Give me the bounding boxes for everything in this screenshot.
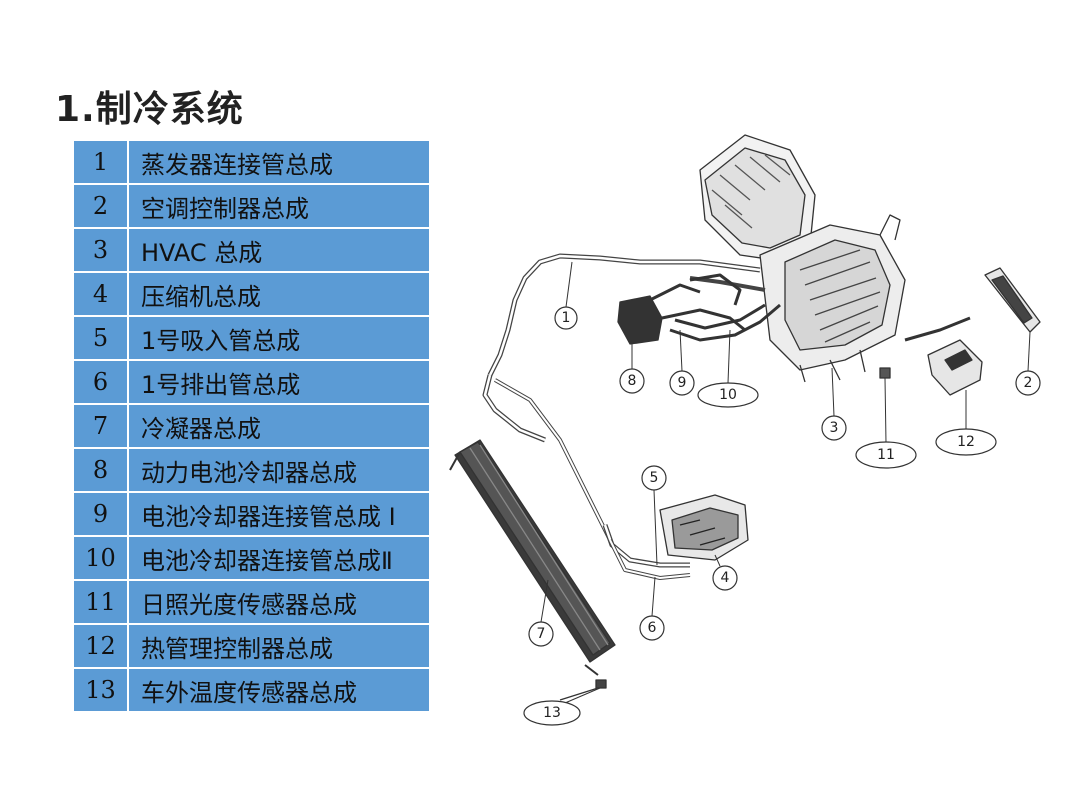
part-number: 5: [72, 315, 129, 361]
part-number: 12: [72, 623, 129, 669]
leader-lines: [540, 261, 1031, 704]
part-name: 日照光度传感器总成: [127, 579, 431, 625]
part-number: 1: [72, 139, 129, 185]
part-number: 11: [72, 579, 129, 625]
callout-2: 2: [1015, 370, 1041, 396]
callout-label: 8: [628, 373, 637, 389]
callout-7: 7: [528, 621, 554, 647]
callout-label: 9: [678, 375, 687, 391]
part-name: 1号排出管总成: [127, 359, 431, 405]
callout-label: 5: [650, 470, 659, 486]
page-title: 1.制冷系统: [55, 89, 244, 130]
callout-label: 2: [1024, 375, 1033, 391]
battery-chiller-drawing: [617, 283, 746, 345]
part-name: 电池冷却器连接管总成 I: [127, 491, 431, 537]
part-name: 空调控制器总成: [127, 183, 431, 229]
ac-controller-drawing: [984, 267, 1041, 333]
part-number: 2: [72, 183, 129, 229]
callout-label: 11: [877, 447, 895, 463]
part-name: 电池冷却器连接管总成Ⅱ: [127, 535, 431, 581]
part-number: 4: [72, 271, 129, 317]
callout-9: 9: [669, 370, 695, 396]
callout-12: 12: [935, 428, 997, 456]
callout-label: 12: [957, 434, 975, 450]
part-name: 动力电池冷却器总成: [127, 447, 431, 493]
callout-label: 6: [648, 620, 657, 636]
ambient-sensor-drawing: [559, 679, 607, 701]
part-name: 1号吸入管总成: [127, 315, 431, 361]
callout-label: 1: [562, 310, 571, 326]
part-name: 热管理控制器总成: [127, 623, 431, 669]
part-number: 3: [72, 227, 129, 273]
callout-label: 4: [721, 570, 730, 586]
component-drawings: [449, 134, 1041, 701]
part-number: 9: [72, 491, 129, 537]
chiller-pipes-drawing: [669, 273, 781, 342]
callout-label: 3: [830, 420, 839, 436]
callout-label: 7: [537, 626, 546, 642]
part-number: 8: [72, 447, 129, 493]
callout-1: 1: [554, 306, 578, 330]
callout-label: 10: [719, 387, 737, 403]
sunlight-sensor-drawing: [879, 367, 891, 379]
evaporator-pipe-drawing: [482, 253, 766, 541]
thermal-controller-drawing: [904, 316, 983, 396]
callout-6: 6: [639, 615, 665, 641]
callout-13: 13: [523, 700, 581, 726]
refrigeration-system-diagram: 1 2 3 4 5 6 7 8 9 10 11 12 13: [449, 134, 1041, 726]
callout-3: 3: [821, 415, 847, 441]
compressor-drawing: [659, 494, 749, 561]
part-name: 车外温度传感器总成: [127, 667, 431, 713]
callout-4: 4: [712, 565, 738, 591]
callout-label: 13: [543, 705, 561, 721]
part-number: 6: [72, 359, 129, 405]
compressor-lines-drawing: [602, 524, 691, 580]
hvac-assembly-drawing: [699, 134, 906, 383]
callout-5: 5: [641, 465, 667, 491]
part-number: 10: [72, 535, 129, 581]
part-number: 7: [72, 403, 129, 449]
part-name: 冷凝器总成: [127, 403, 431, 449]
callout-8: 8: [619, 368, 645, 394]
part-number: 13: [72, 667, 129, 713]
callout-10: 10: [697, 382, 759, 408]
callout-11: 11: [855, 441, 917, 469]
part-name: 蒸发器连接管总成: [127, 139, 431, 185]
condenser-drawing: [449, 439, 616, 676]
part-name: HVAC 总成: [127, 227, 431, 273]
part-name: 压缩机总成: [127, 271, 431, 317]
